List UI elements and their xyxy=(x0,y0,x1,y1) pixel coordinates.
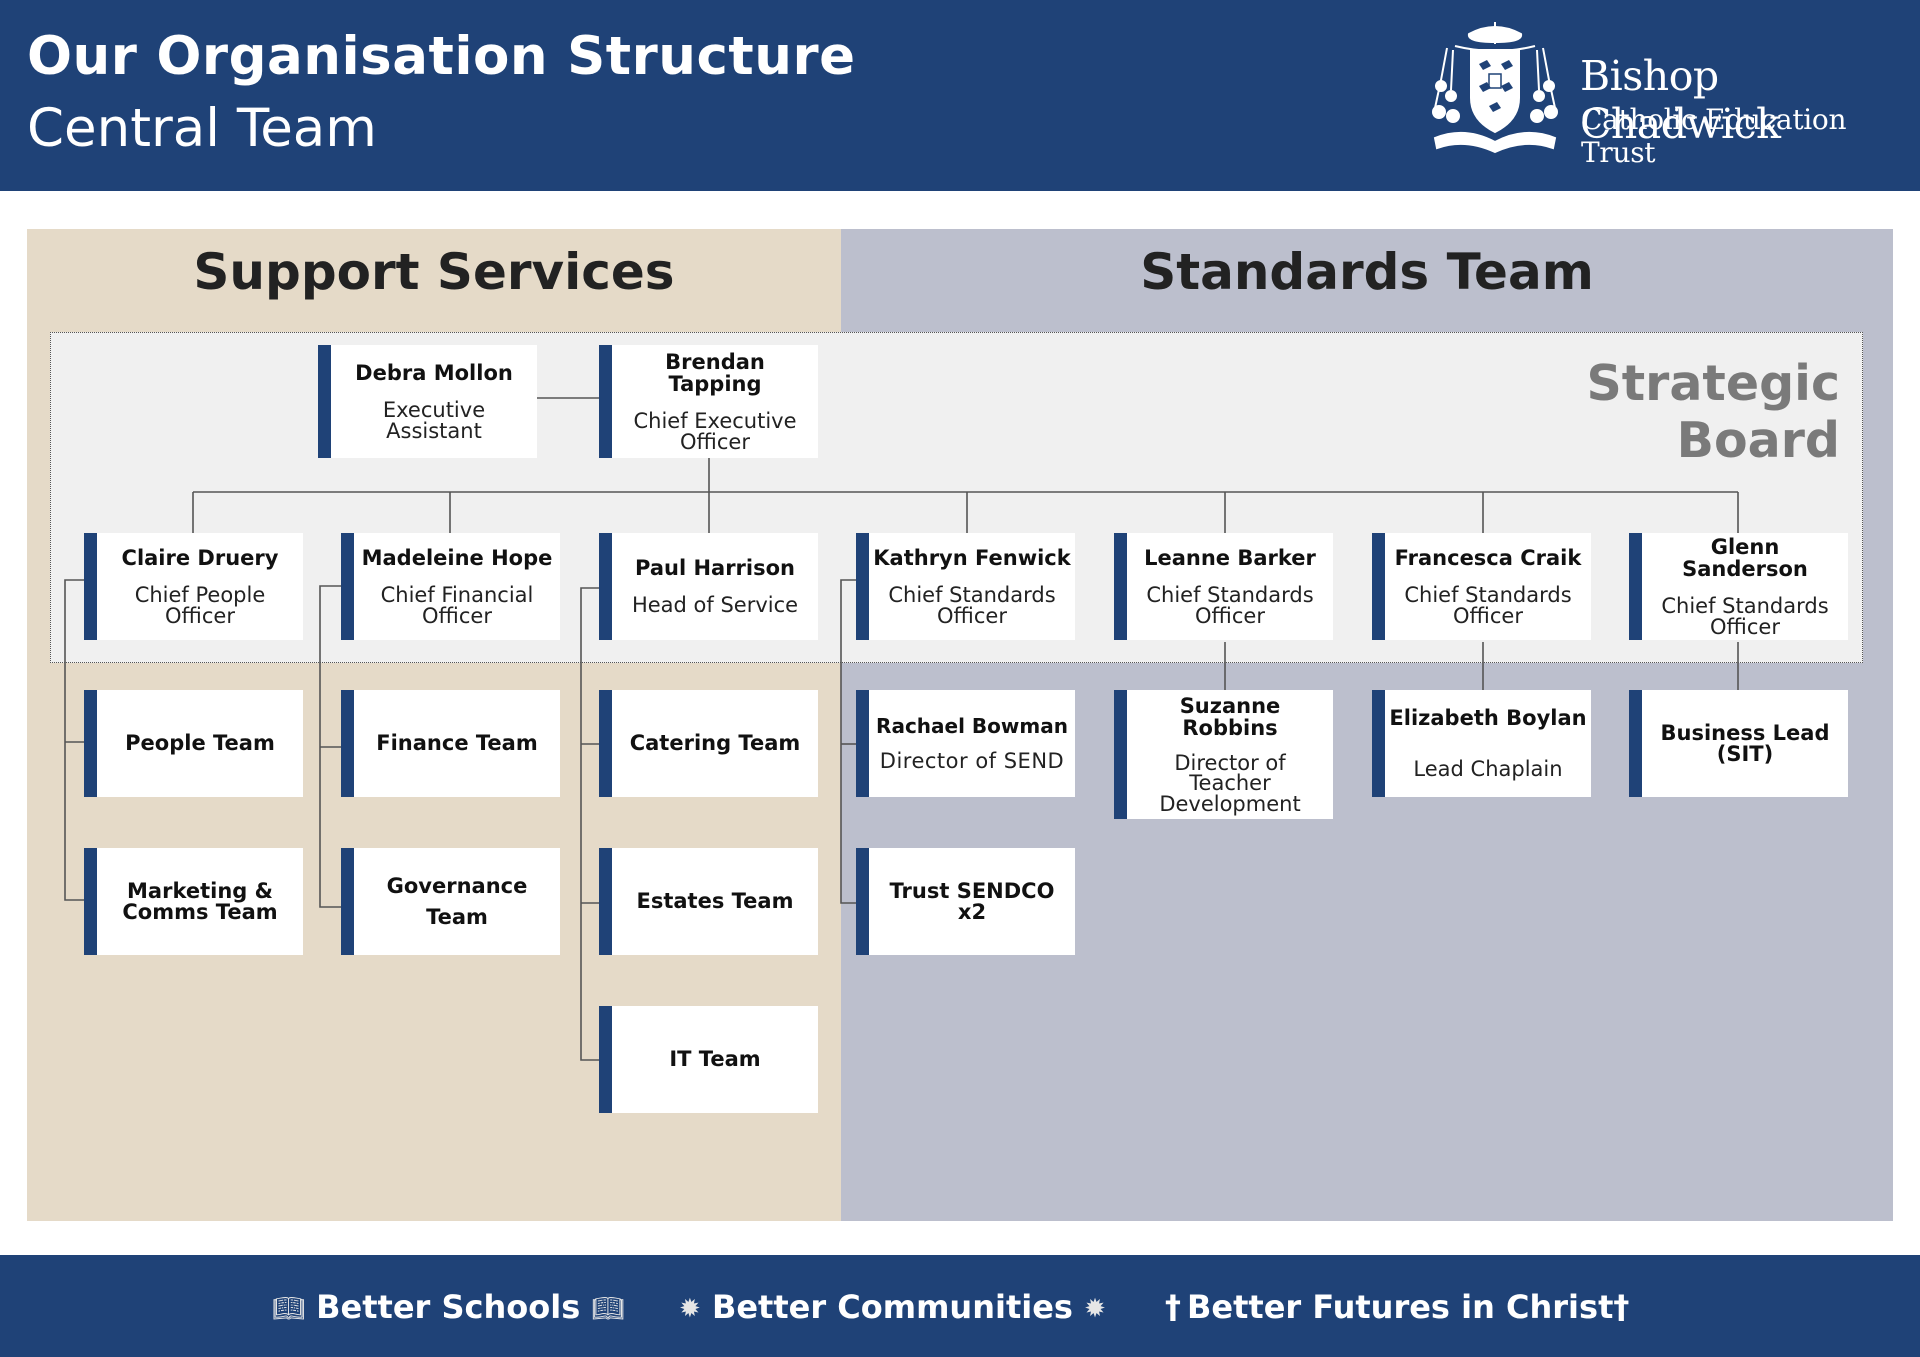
officer-card-claire-druery: Claire Druery Chief People Officer xyxy=(84,533,303,640)
ceo-name: Brendan Tapping xyxy=(665,349,765,396)
officer-role: Chief Standards Officer xyxy=(1404,582,1572,628)
officer-card-kathryn-fenwick: Kathryn Fenwick Chief Standards Officer xyxy=(856,533,1075,640)
team-card-people: People Team xyxy=(84,690,303,797)
star-badge-icon: ✹ xyxy=(679,1294,701,1324)
team-card-estates: Estates Team xyxy=(599,848,818,955)
ceo-card: Brendan Tapping Chief Executive Officer xyxy=(599,345,818,458)
motto-better-schools: 📖︎ Better Schools 📖︎ xyxy=(272,1288,624,1326)
team-label: Business Lead (SIT) xyxy=(1660,720,1830,766)
officer-name: Leanne Barker xyxy=(1144,545,1316,570)
officer-card-madeleine-hope: Madeleine Hope Chief Financial Officer xyxy=(341,533,560,640)
motto-better-futures: †Better Futures in Christ† xyxy=(1165,1288,1629,1326)
team-label: Marketing & Comms Team xyxy=(122,878,278,924)
assistant-role: Executive Assistant xyxy=(382,397,486,443)
team-card-finance: Finance Team xyxy=(341,690,560,797)
team-label: People Team xyxy=(125,731,275,755)
team-label: Finance Team xyxy=(376,731,538,755)
team-card-marketing: Marketing & Comms Team xyxy=(84,848,303,955)
officer-name: Kathryn Fenwick xyxy=(873,545,1071,570)
ceo-role: Chief Executive Officer xyxy=(633,408,797,454)
trust-subtitle: Catholic Education Trust xyxy=(1581,103,1847,169)
cross-icon: † xyxy=(1613,1288,1630,1326)
assistant-card: Debra Mollon Executive Assistant xyxy=(318,345,537,458)
footer-banner xyxy=(0,1255,1920,1357)
header-banner xyxy=(0,0,1920,191)
motto-text: Better Communities xyxy=(711,1288,1073,1326)
cross-icon: † xyxy=(1165,1288,1181,1326)
motto-text: Better Futures in Christ xyxy=(1187,1288,1614,1326)
strategic-board-label: Strategic Board xyxy=(1586,355,1840,469)
trust-name: Bishop Chadwick xyxy=(1580,52,1781,148)
team-card-business-lead: Business Lead (SIT) xyxy=(1629,690,1848,797)
officer-card-glenn-sanderson: Glenn Sanderson Chief Standards Officer xyxy=(1629,533,1848,640)
motto-better-communities: ✹ Better Communities ✹ xyxy=(679,1288,1106,1326)
team-card-governance: Governance Team xyxy=(341,848,560,955)
officer-card-leanne-barker: Leanne Barker Chief Standards Officer xyxy=(1114,533,1333,640)
lead-chaplain-name: Elizabeth Boylan xyxy=(1389,706,1587,731)
team-label: IT Team xyxy=(669,1047,761,1071)
lead-chaplain-card: Elizabeth Boylan Lead Chaplain xyxy=(1372,690,1591,797)
standards-team-heading: Standards Team xyxy=(1140,243,1594,301)
lead-chaplain-role: Lead Chaplain xyxy=(1413,757,1563,782)
send-director-role: Director of SEND xyxy=(879,748,1065,773)
teacher-development-name: Suzanne Robbins xyxy=(1179,693,1281,740)
officer-role: Chief Standards Officer xyxy=(888,582,1056,628)
teacher-development-role: Director of Teacher Development xyxy=(1159,750,1301,816)
officer-role: Head of Service xyxy=(631,593,799,618)
team-card-it: IT Team xyxy=(599,1006,818,1113)
teacher-development-card: Suzanne Robbins Director of Teacher Deve… xyxy=(1114,690,1333,819)
team-card-sendco: Trust SENDCO x2 xyxy=(856,848,1075,955)
officer-name: Paul Harrison xyxy=(635,556,795,581)
diocesan-crest-icon xyxy=(1432,22,1558,154)
officer-role: Chief Standards Officer xyxy=(1661,593,1829,639)
officer-role: Chief Standards Officer xyxy=(1146,582,1314,628)
officer-name: Claire Druery xyxy=(121,545,279,570)
officer-role: Chief Financial Officer xyxy=(380,582,534,628)
send-director-card: Rachael Bowman Director of SEND xyxy=(856,690,1075,797)
open-book-icon: 📖︎ xyxy=(591,1294,625,1324)
team-label: Trust SENDCO x2 xyxy=(889,878,1055,924)
officer-role: Chief People Officer xyxy=(134,582,266,628)
officer-card-francesca-craik: Francesca Craik Chief Standards Officer xyxy=(1372,533,1591,640)
team-label: Governance Team xyxy=(386,874,528,929)
officer-card-paul-harrison: Paul Harrison Head of Service xyxy=(599,533,818,640)
team-card-catering: Catering Team xyxy=(599,690,818,797)
page-subtitle: Central Team xyxy=(27,98,377,159)
support-services-heading: Support Services xyxy=(193,243,675,301)
team-label: Estates Team xyxy=(636,889,794,913)
officer-name: Glenn Sanderson xyxy=(1682,534,1808,581)
team-label: Catering Team xyxy=(629,731,801,755)
open-book-icon: 📖︎ xyxy=(272,1294,306,1324)
motto-text: Better Schools xyxy=(316,1288,581,1326)
send-director-name: Rachael Bowman xyxy=(876,713,1068,738)
officer-name: Madeleine Hope xyxy=(361,545,553,570)
page-title: Our Organisation Structure xyxy=(27,26,856,87)
officer-name: Francesca Craik xyxy=(1394,545,1582,570)
assistant-name: Debra Mollon xyxy=(355,360,513,385)
star-badge-icon: ✹ xyxy=(1084,1294,1106,1324)
